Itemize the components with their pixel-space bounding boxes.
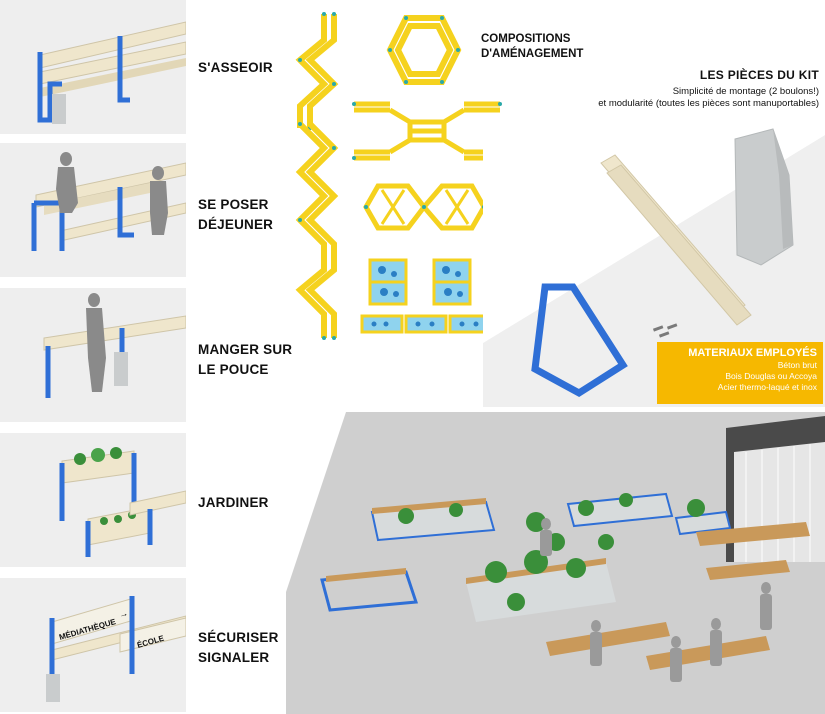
wooden-plank-illustration (600, 154, 752, 326)
site-scene-illustration (286, 412, 825, 714)
materials-title: MATERIAUX EMPLOYÉS (688, 347, 817, 359)
usage-label-rest-lunch: SE POSER DÉJEUNER (198, 197, 274, 232)
planter-grid-composition (360, 256, 492, 338)
usage-label-sit: S'ASSEOIR (198, 60, 273, 75)
usage-rest-lunch: SE POSER DÉJEUNER (0, 143, 340, 279)
kit-header: LES PIÈCES DU KIT Simplicité de montage … (598, 68, 819, 110)
usage-secure-signal: MÉDIATHÈQUE → ÉCOLE SÉCURISER SIGNALER (0, 578, 340, 714)
materials-box: MATERIAUX EMPLOYÉS Béton brut Bois Dougl… (657, 342, 823, 404)
zigzag-composition-bottom (292, 120, 350, 342)
usage-label-quick-meal: MANGER SUR LE POUCE (198, 342, 293, 377)
usage-quick-meal: MANGER SUR LE POUCE (0, 288, 340, 424)
steel-frame-illustration (531, 283, 628, 398)
usage-garden: JARDINER (0, 433, 340, 569)
signage-barrier-illustration: MÉDIATHÈQUE → ÉCOLE (0, 578, 186, 712)
material-item: Acier thermo-laqué et inox (717, 382, 817, 392)
arrow-right-icon: → (118, 608, 129, 620)
high-table-illustration (0, 288, 186, 422)
zigzag-composition-top (292, 10, 350, 130)
table-lunch-illustration (0, 143, 186, 277)
material-item: Bois Douglas ou Accoya (725, 371, 817, 381)
usage-label-secure-signal: SÉCURISER SIGNALER (198, 630, 279, 665)
usage-sit: S'ASSEOIR (0, 0, 340, 136)
concrete-block-illustration (734, 128, 794, 266)
usage-label-garden: JARDINER (198, 495, 269, 510)
compositions-title: COMPOSITIONS D'AMÉNAGEMENT (481, 33, 584, 60)
cross-composition (350, 96, 504, 166)
bench-sit-illustration (0, 0, 186, 134)
planter-bench-illustration (0, 433, 186, 567)
kit-description: Simplicité de montage (2 boulons!) et mo… (598, 86, 819, 109)
kit-pieces-panel (483, 115, 825, 407)
hexagon-composition (384, 12, 464, 88)
bolts-illustration (652, 323, 678, 338)
kit-title: LES PIÈCES DU KIT (699, 68, 819, 82)
double-hexagon-composition (362, 180, 488, 234)
material-item: Béton brut (777, 360, 817, 370)
